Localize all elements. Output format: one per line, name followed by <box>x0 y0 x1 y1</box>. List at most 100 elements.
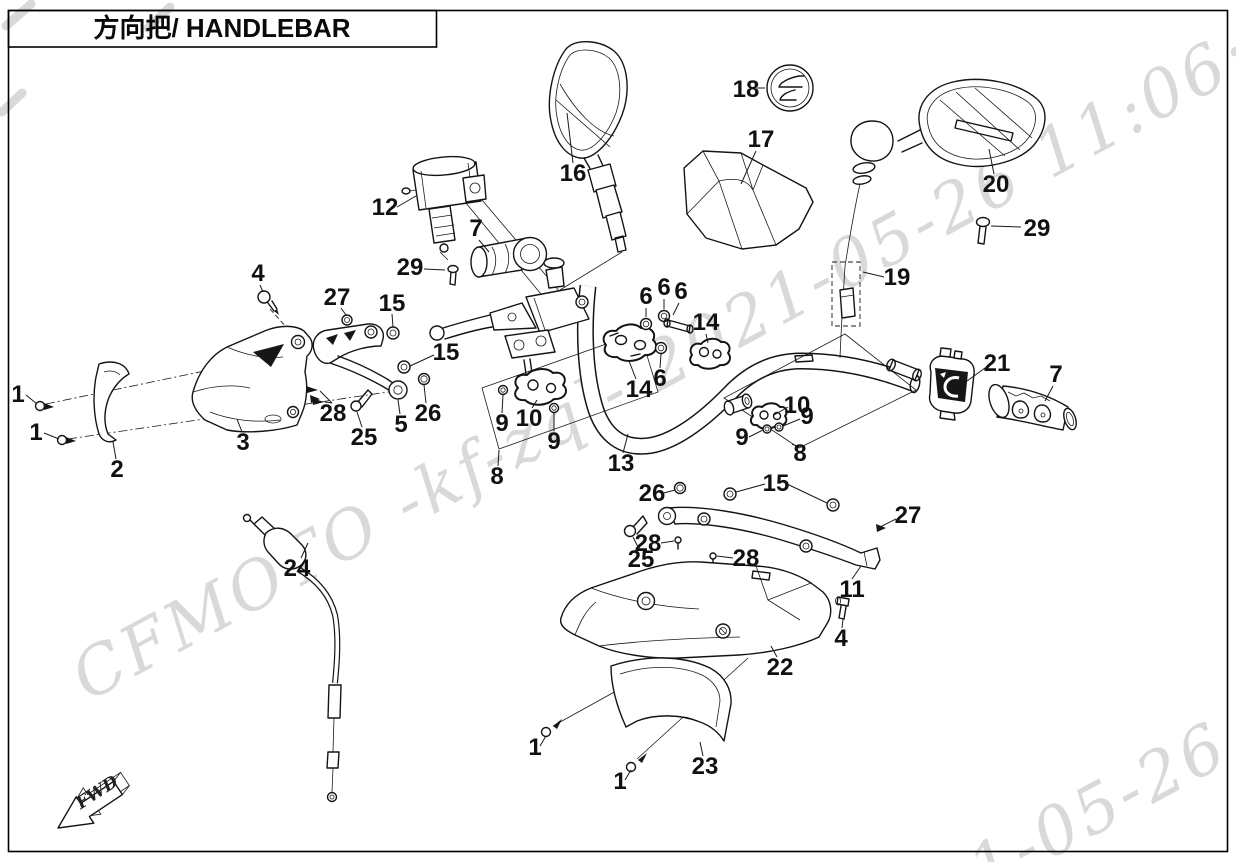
callout-label-25: 25 <box>351 424 378 451</box>
callout-leader-19 <box>862 271 885 278</box>
part-23-cover-strip <box>610 657 732 742</box>
callout-leader-1 <box>624 769 632 781</box>
callout-label-6: 6 <box>674 278 687 305</box>
callout-label-21: 21 <box>984 350 1011 377</box>
callout-leader-3 <box>236 418 243 433</box>
callout-leader-25 <box>356 411 363 428</box>
callout-label-28: 28 <box>635 530 662 557</box>
part-24-throttle-cable <box>242 513 342 803</box>
callout-label-1: 1 <box>29 419 42 446</box>
part-26-washer-left <box>417 372 431 386</box>
brake-lever-assembly <box>429 257 590 382</box>
callout-label-6: 6 <box>657 274 670 301</box>
callout-label-10: 10 <box>784 392 811 419</box>
part-15-nuts-lower <box>723 487 840 512</box>
callout-label-5: 5 <box>394 411 407 438</box>
part-29-screw-left <box>447 264 459 286</box>
callout-label-29: 29 <box>1024 215 1051 242</box>
part-6-nuts <box>639 309 694 355</box>
callout-label-26: 26 <box>415 400 442 427</box>
callout-label-25: 25 <box>628 546 655 573</box>
callout-label-24: 24 <box>284 555 311 582</box>
callout-leader-6 <box>659 353 662 369</box>
callout-label-9: 9 <box>735 424 748 451</box>
callout-leader-20 <box>988 148 995 175</box>
part-26-washer-right <box>673 481 687 495</box>
callout-label-27: 27 <box>324 284 351 311</box>
callout-label-16: 16 <box>560 160 587 187</box>
callout-leader-1 <box>539 735 547 747</box>
part-15-nuts-upper <box>386 326 411 374</box>
callout-label-15: 15 <box>433 339 460 366</box>
callout-label-14: 14 <box>626 376 653 403</box>
callout-label-6: 6 <box>639 283 652 310</box>
page-border <box>7 9 1229 853</box>
callout-leader-1 <box>25 394 38 405</box>
part-9-nuts-right <box>762 422 784 434</box>
callout-leader-22 <box>770 645 778 658</box>
part-16-left-mirror <box>548 41 628 253</box>
part-4-bolt-bottom <box>835 596 850 620</box>
callout-label-4: 4 <box>834 625 848 652</box>
callout-leader-7 <box>1044 385 1054 402</box>
part-4-bolt-top <box>257 290 279 315</box>
part-14-clamp-b <box>689 337 731 370</box>
part-10-clamp-left <box>514 368 567 406</box>
callout-leader-12 <box>396 195 417 208</box>
callout-label-29: 29 <box>397 254 424 281</box>
callout-leader-5 <box>397 399 401 415</box>
callout-leader-10 <box>531 399 538 409</box>
callout-label-1: 1 <box>11 381 24 408</box>
part-14-clamp-a <box>602 323 658 362</box>
callout-label-6: 6 <box>653 365 666 392</box>
callout-label-10: 10 <box>516 405 543 432</box>
callout-label-18: 18 <box>733 76 760 103</box>
callout-leader-17 <box>740 150 757 185</box>
part-28-pins-right <box>674 536 717 566</box>
callout-label-19: 19 <box>884 264 911 291</box>
callout-leader-28 <box>319 390 333 404</box>
callout-label-9: 9 <box>547 428 560 455</box>
callout-label-2: 2 <box>110 456 123 483</box>
callout-leader-16 <box>566 112 574 164</box>
callout-leader-9 <box>748 429 764 438</box>
callout-leader-6 <box>672 302 680 316</box>
fwd-arrow: FWD <box>57 772 130 829</box>
callout-leader-14 <box>628 360 637 380</box>
callout-leader-26 <box>663 489 676 494</box>
callout-label-8: 8 <box>793 440 806 467</box>
callout-label-4: 4 <box>251 260 265 287</box>
callout-label-7: 7 <box>469 215 482 242</box>
callout-label-9: 9 <box>495 410 508 437</box>
part-17-cover <box>683 150 814 250</box>
callout-leader-25 <box>632 536 640 550</box>
callout-leader-23 <box>699 741 704 757</box>
handlebar-stub <box>886 358 922 382</box>
part-7-right-grip <box>988 383 1077 431</box>
part-9-nuts-left <box>497 384 560 414</box>
part-7-left-grip <box>470 236 548 278</box>
callout-leader-15 <box>391 313 394 328</box>
callout-leader-15 <box>409 354 435 367</box>
callout-leader-13 <box>622 433 629 454</box>
part-5-support-arm <box>312 323 408 400</box>
callout-label-22: 22 <box>767 654 794 681</box>
callout-label-7: 7 <box>1049 361 1062 388</box>
callout-leader-9 <box>501 394 504 414</box>
watermark-corner-text: 1-05-26 <box>956 707 1236 862</box>
callout-leader-21 <box>966 367 986 382</box>
callout-leader-15 <box>735 483 766 493</box>
callout-leader-9 <box>782 418 801 427</box>
callout-leader-7 <box>478 239 490 253</box>
callout-leader-27 <box>879 518 897 528</box>
callout-label-14: 14 <box>693 309 720 336</box>
part-28-pins-left <box>306 386 324 405</box>
callout-leader-8 <box>791 443 800 448</box>
part-19-sleeve <box>831 261 861 327</box>
callout-label-15: 15 <box>379 290 406 317</box>
part-29-screw-right <box>975 216 991 245</box>
callout-label-1: 1 <box>613 768 626 795</box>
callout-leader-24 <box>300 542 309 559</box>
callout-leader-29 <box>423 268 446 271</box>
